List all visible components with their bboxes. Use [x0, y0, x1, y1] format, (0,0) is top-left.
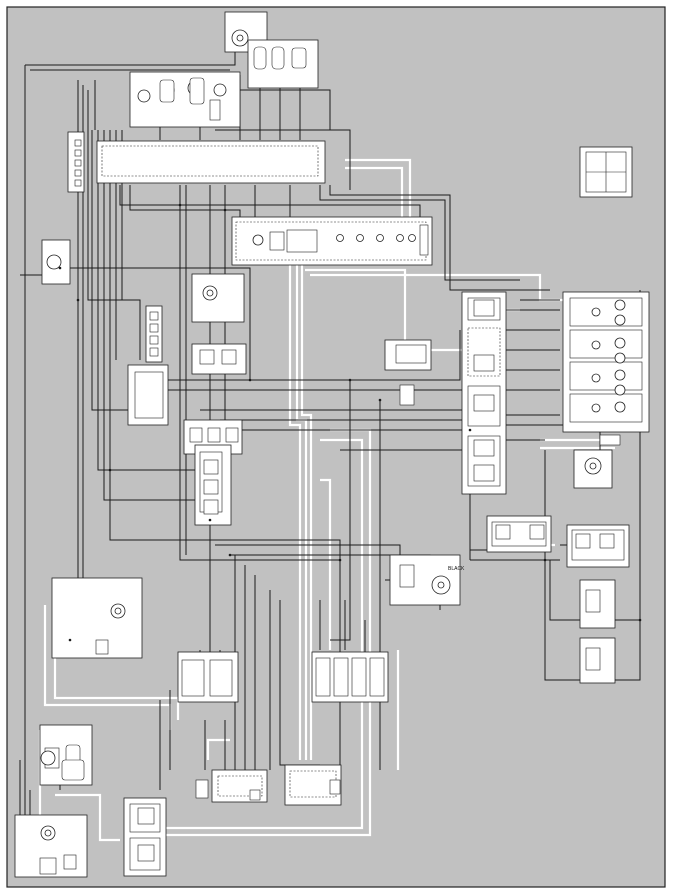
color-badge-label: BLACK [448, 566, 465, 572]
inner-details [44, 145, 643, 871]
lower-left-fuse [177, 651, 239, 703]
main-ecu-block [96, 140, 326, 184]
connector-blocks [39, 46, 621, 875]
switch-box-right [384, 339, 432, 371]
lower-relay-row [311, 651, 389, 703]
connector-group-1 [127, 364, 169, 426]
sensor-right-bottom [573, 449, 613, 489]
right-connector-stack [461, 291, 507, 495]
center-sensor-1 [191, 273, 245, 323]
spark-plug-top [224, 11, 268, 53]
wire-junction-dots [58, 203, 642, 642]
horn-icon [46, 254, 62, 270]
round-icons [40, 29, 626, 841]
connector-icon [253, 46, 267, 70]
